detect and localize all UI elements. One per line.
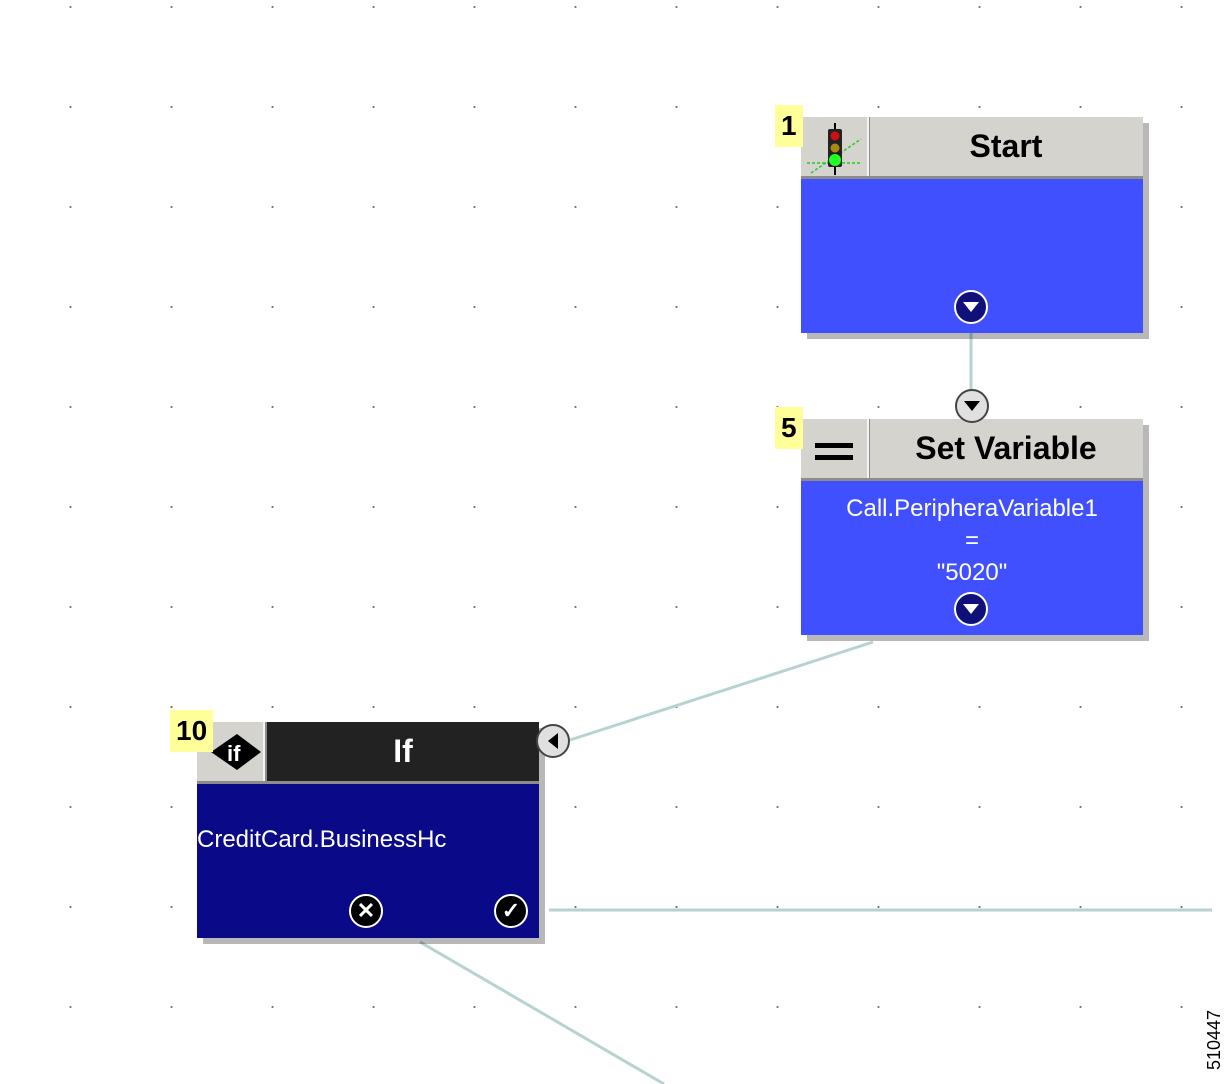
start-node-header: Start [801,117,1143,179]
if-diamond-icon: if [197,722,265,781]
equals-icon [801,419,869,478]
set-variable-operator: = [964,527,979,554]
svg-text:if: if [227,741,241,766]
set-variable-node-header: Set Variable [801,419,1143,481]
down-triangle-icon [963,604,979,614]
figure-id: 510447 [1204,1009,1224,1070]
x-icon[interactable]: ✕ [349,894,383,928]
down-triangle-icon [964,401,980,411]
if-condition-text: urs.CreditCard.BusinessHc [197,826,447,853]
set-variable-input-port[interactable] [955,389,989,423]
set-variable-value: "5020" [936,559,1008,586]
wire-set-variable-to-if [569,640,874,742]
set-variable-output-port[interactable] [954,592,988,626]
set-variable-target: Call.PeripheraVariable1 [846,495,1098,522]
wire-if-false-branch [419,940,665,1084]
set-variable-node-title: Set Variable [915,430,1097,466]
start-node-title: Start [969,128,1043,164]
if-node[interactable]: if If urs.CreditCard.BusinessHc ✕ ✓ [197,722,539,938]
set-variable-node-badge: 5 [775,407,803,449]
set-variable-node-body: Call.PeripheraVariable1 = "5020" [801,481,1143,635]
set-variable-node[interactable]: Set Variable Call.PeripheraVariable1 = "… [801,419,1143,635]
if-node-badge: 10 [170,710,214,752]
down-triangle-icon [963,302,979,312]
if-node-header: if If [197,722,539,784]
if-input-port[interactable] [536,724,570,758]
check-icon[interactable]: ✓ [494,894,528,928]
start-node-badge: 1 [775,105,803,147]
traffic-light-icon [801,117,869,176]
start-node[interactable]: Start [801,117,1143,333]
start-output-port[interactable] [954,290,988,324]
if-node-title: If [265,722,539,781]
left-triangle-icon [548,733,558,749]
